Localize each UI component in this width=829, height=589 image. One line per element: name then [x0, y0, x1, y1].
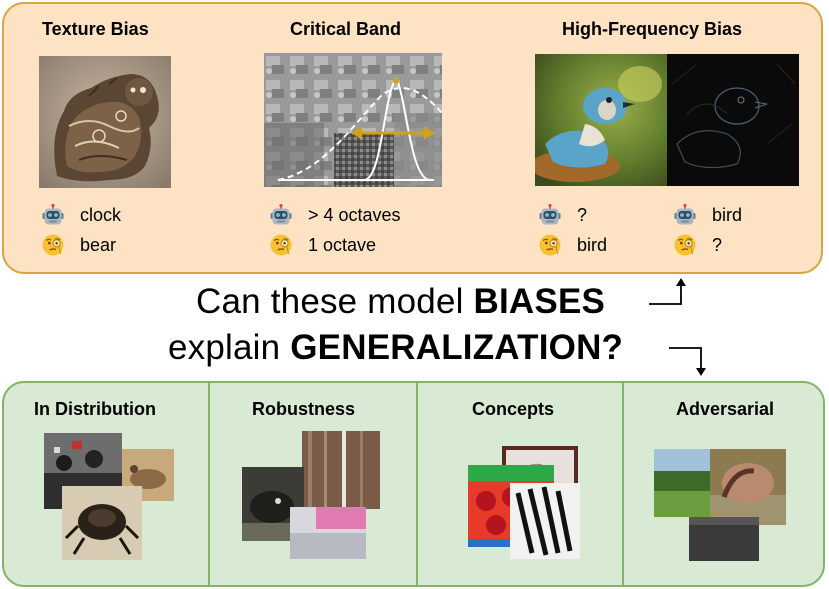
texture-human-label: bear: [80, 234, 117, 255]
arrow-to-biases-icon: [649, 278, 686, 305]
highfreq-left-human-row: bird: [539, 234, 607, 256]
texture-model-label: clock: [80, 204, 122, 225]
robustness-image-2: [242, 467, 304, 541]
highfreq-right-human-row: ?: [674, 234, 722, 256]
question-biases-keyword: BIASES: [473, 282, 606, 321]
generalization-panel: In Distribution Robustness Concepts Adve…: [2, 381, 825, 587]
question-line-2: explain GENERALIZATION?: [168, 328, 623, 368]
critical-band-image: [264, 53, 442, 187]
critical-model-label: > 4 octaves: [308, 204, 401, 225]
question-line-2-text: explain: [168, 328, 291, 367]
adversarial-image-3: [689, 517, 759, 561]
critical-human-row: 1 octave: [270, 234, 376, 256]
monocle-face-icon: [270, 234, 292, 256]
highfreq-right-model-label: bird: [712, 204, 743, 225]
question-generalization-keyword: GENERALIZATION?: [290, 328, 624, 367]
monocle-face-icon: [674, 234, 696, 256]
texture-model-row: clock: [42, 204, 121, 226]
highfreq-left-model-label: ?: [577, 204, 588, 225]
monocle-face-icon: [42, 234, 64, 256]
robot-icon: [270, 204, 292, 226]
robustness-image-3: [290, 507, 366, 559]
divider-1: [208, 383, 210, 585]
texture-human-row: bear: [42, 234, 116, 256]
divider-2: [416, 383, 418, 585]
robot-icon: [674, 204, 696, 226]
texture-bias-title: Texture Bias: [42, 19, 149, 39]
robustness-title: Robustness: [252, 399, 356, 419]
highfreq-left-human-label: bird: [577, 234, 608, 255]
concepts-image-3: [510, 483, 580, 559]
critical-human-label: 1 octave: [308, 234, 377, 255]
texture-bias-image: [39, 56, 171, 188]
robot-icon: [539, 204, 561, 226]
question-line-1: Can these model BIASES: [196, 282, 605, 322]
adversarial-title: Adversarial: [676, 399, 775, 419]
adversarial-image-1: [654, 449, 712, 517]
critical-band-title: Critical Band: [290, 19, 402, 39]
bird-highpass-image: [667, 54, 799, 186]
high-frequency-bias-title: High-Frequency Bias: [562, 19, 743, 39]
critical-model-row: > 4 octaves: [270, 204, 401, 226]
model-biases-panel: Texture Bias clock: [2, 2, 823, 274]
arrow-to-generalization-icon: [669, 347, 706, 376]
in-distribution-image-3: [62, 486, 142, 560]
highfreq-right-model-row: bird: [674, 204, 742, 226]
concepts-title: Concepts: [472, 399, 555, 419]
highfreq-left-model-row: ?: [539, 204, 587, 226]
question-line-1-text: Can these model: [196, 282, 474, 321]
divider-3: [622, 383, 624, 585]
monocle-face-icon: [539, 234, 561, 256]
bird-lowpass-image: [535, 54, 667, 186]
robustness-image-1: [302, 431, 380, 509]
in-distribution-title: In Distribution: [34, 399, 156, 419]
adversarial-image-2: [710, 449, 786, 525]
robot-icon: [42, 204, 64, 226]
highfreq-right-human-label: ?: [712, 234, 723, 255]
